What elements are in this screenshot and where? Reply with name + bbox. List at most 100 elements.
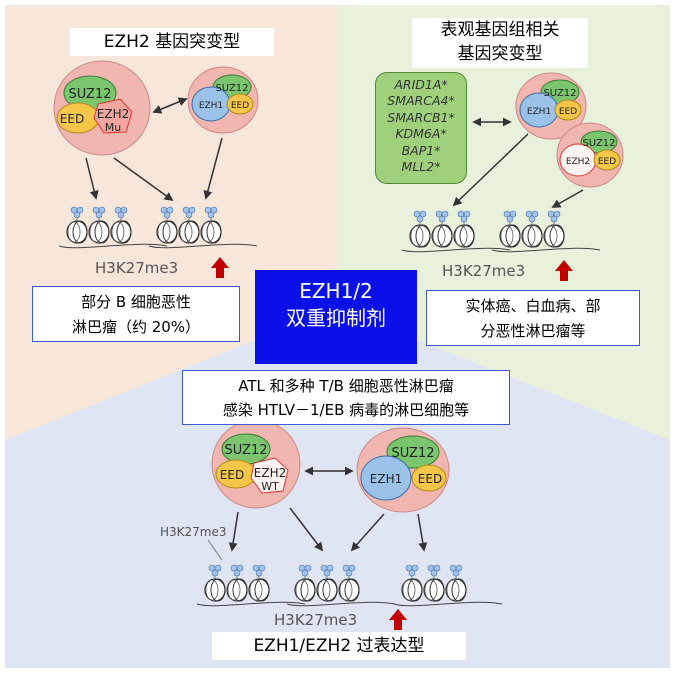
- methyl-mark-icon: [503, 210, 517, 225]
- methyl-mark-icon: [457, 210, 471, 225]
- right-complex-b-eed-label: EED: [598, 157, 616, 167]
- methyl-mark-icon: [320, 564, 334, 579]
- red-up-arrow-icon: [389, 609, 407, 630]
- methyl-mark-icon: [252, 564, 266, 579]
- methyl-mark-icon: [182, 206, 196, 221]
- epigenetic-gene-list: ARID1A* SMARCA4* SMARCB1* KDM6A* BAP1* M…: [375, 72, 467, 184]
- bottom-h3k27me3-label: H3K27me3: [274, 611, 357, 629]
- nucleosome-icon: [445, 564, 467, 602]
- gene-item: MLL2*: [401, 159, 441, 175]
- nucleosome-group: [148, 206, 258, 249]
- center-line1: EZH1/2: [299, 279, 373, 303]
- bottom-panel-title: EZH1/EZH2 过表达型: [212, 632, 466, 660]
- complex-a-suz12-label: SUZ12: [69, 87, 112, 102]
- methyl-mark-icon: [413, 210, 427, 225]
- nucleosome-icon: [204, 564, 226, 602]
- arrow-down: [417, 513, 428, 552]
- bottom-disease-box: ATL 和多种 T/B 细胞恶性淋巴瘤 感染 HTLV－1/EB 病毒的淋巴细胞…: [182, 370, 510, 425]
- nucleosome-icon: [88, 206, 110, 244]
- gene-item: SMARCB1*: [387, 109, 455, 125]
- right-disease-line1: 实体癌、白血病、部: [465, 297, 601, 315]
- nucleosome-group: [196, 564, 306, 607]
- methyl-mark-icon: [435, 210, 449, 225]
- bottom-complex-b-ezh1-label: EZH1: [370, 472, 402, 486]
- methyl-mark-icon: [427, 564, 441, 579]
- methyl-mark-icon: [342, 564, 356, 579]
- bottom-complex-b-suz12-label: SUZ12: [392, 446, 435, 461]
- red-up-arrow-icon: [555, 260, 573, 281]
- nucleosome-icon: [66, 206, 88, 244]
- gene-item: BAP1*: [401, 142, 441, 158]
- right-disease-box: 实体癌、白血病、部 分恶性淋巴瘤等: [426, 290, 640, 346]
- bottom-complex-a-suz12-label: SUZ12: [225, 443, 268, 458]
- nucleosome-icon: [248, 564, 270, 602]
- methyl-mark-icon: [230, 564, 244, 579]
- left-h3k27me3-label: H3K27me3: [95, 259, 178, 277]
- nucleosome-icon: [294, 564, 316, 602]
- nucleosome-icon: [499, 210, 521, 248]
- arrow-down: [452, 133, 529, 207]
- bottom-side-h3k27me3-label: H3K27me3: [160, 525, 227, 539]
- right-panel-title-line2: 基因突变型: [457, 44, 543, 64]
- complex-a-ezh2-label: EZH2: [97, 107, 129, 121]
- nucleosome-group: [401, 210, 511, 253]
- double-headed-arrow-icon: [152, 97, 188, 114]
- left-disease-box: 部分 B 细胞恶性 淋巴瘤（约 20%）: [32, 286, 240, 342]
- nucleosome-icon: [453, 210, 475, 248]
- bottom-complex-b-eed-label: EED: [418, 472, 442, 486]
- methyl-mark-icon: [525, 210, 539, 225]
- gene-item: KDM6A*: [395, 126, 447, 142]
- nucleosome-icon: [316, 564, 338, 602]
- red-up-arrow-icon: [211, 257, 229, 278]
- complex-a-ezh2-mu-label: Mu: [105, 121, 121, 134]
- complex-b-eed-label: EED: [231, 101, 249, 111]
- arrow-down: [203, 137, 223, 200]
- nucleosome-icon: [401, 564, 423, 602]
- nucleosome-icon: [423, 564, 445, 602]
- right-complex-a-ezh1-label: EZH1: [527, 107, 551, 117]
- nucleosome-icon: [431, 210, 453, 248]
- complex-b-suz12-label: SUZ12: [215, 83, 248, 94]
- right-complex-a-eed-label: EED: [559, 107, 577, 117]
- nucleosome-group: [286, 564, 396, 607]
- right-panel-title-line1: 表观基因组相关: [440, 20, 560, 40]
- gene-item: SMARCA4*: [387, 93, 455, 109]
- methyl-mark-icon: [449, 564, 463, 579]
- nucleosome-icon: [226, 564, 248, 602]
- center-line2: 双重抑制剂: [286, 306, 386, 330]
- left-panel-title: EZH2 基因突变型: [70, 28, 274, 56]
- arrow-down: [228, 511, 239, 552]
- bottom-complex-a-ezh2-label: EZH2: [254, 466, 286, 480]
- right-complex-b-ezh2-label: EZH2: [566, 157, 590, 167]
- dual-inhibitor-box: EZH1/2 双重抑制剂: [255, 270, 417, 364]
- methyl-mark-icon: [92, 206, 106, 221]
- complex-ezh1-left: SUZ12 EZH1 EED: [187, 66, 259, 134]
- arrow-down: [85, 157, 99, 200]
- complex-ezh2-wildtype: SUZ12 EED EZH2 WT: [211, 419, 301, 509]
- right-complex-a-suz12-label: SUZ12: [543, 88, 576, 99]
- right-h3k27me3-label: H3K27me3: [442, 262, 525, 280]
- nucleosome-icon: [521, 210, 543, 248]
- methyl-mark-icon: [405, 564, 419, 579]
- arrow-down: [551, 189, 584, 208]
- arrow-down: [350, 513, 385, 552]
- right-complex-b-suz12-label: SUZ12: [582, 138, 615, 149]
- complex-b-ezh1-label: EZH1: [199, 101, 223, 111]
- methyl-mark-icon: [547, 210, 561, 225]
- nucleosome-group: [393, 564, 503, 607]
- bottom-disease-line2: 感染 HTLV－1/EB 病毒的淋巴细胞等: [222, 401, 470, 419]
- right-panel-title: 表观基因组相关 基因突变型: [412, 18, 588, 68]
- left-disease-line2: 淋巴瘤（约 20%）: [71, 318, 201, 336]
- nucleosome-icon: [409, 210, 431, 248]
- gene-item: ARID1A*: [394, 77, 448, 92]
- methyl-mark-icon: [114, 206, 128, 221]
- methyl-mark-icon: [160, 206, 174, 221]
- nucleosome-icon: [178, 206, 200, 244]
- bottom-disease-line1: ATL 和多种 T/B 细胞恶性淋巴瘤: [238, 377, 454, 395]
- side-label-pointer: [207, 539, 223, 561]
- right-disease-line2: 分恶性淋巴瘤等: [480, 322, 586, 340]
- nucleosome-icon: [543, 210, 565, 248]
- methyl-mark-icon: [204, 206, 218, 221]
- nucleosome-icon: [156, 206, 178, 244]
- complex-ezh2-mutant: SUZ12 EED EZH2 Mu: [53, 60, 151, 156]
